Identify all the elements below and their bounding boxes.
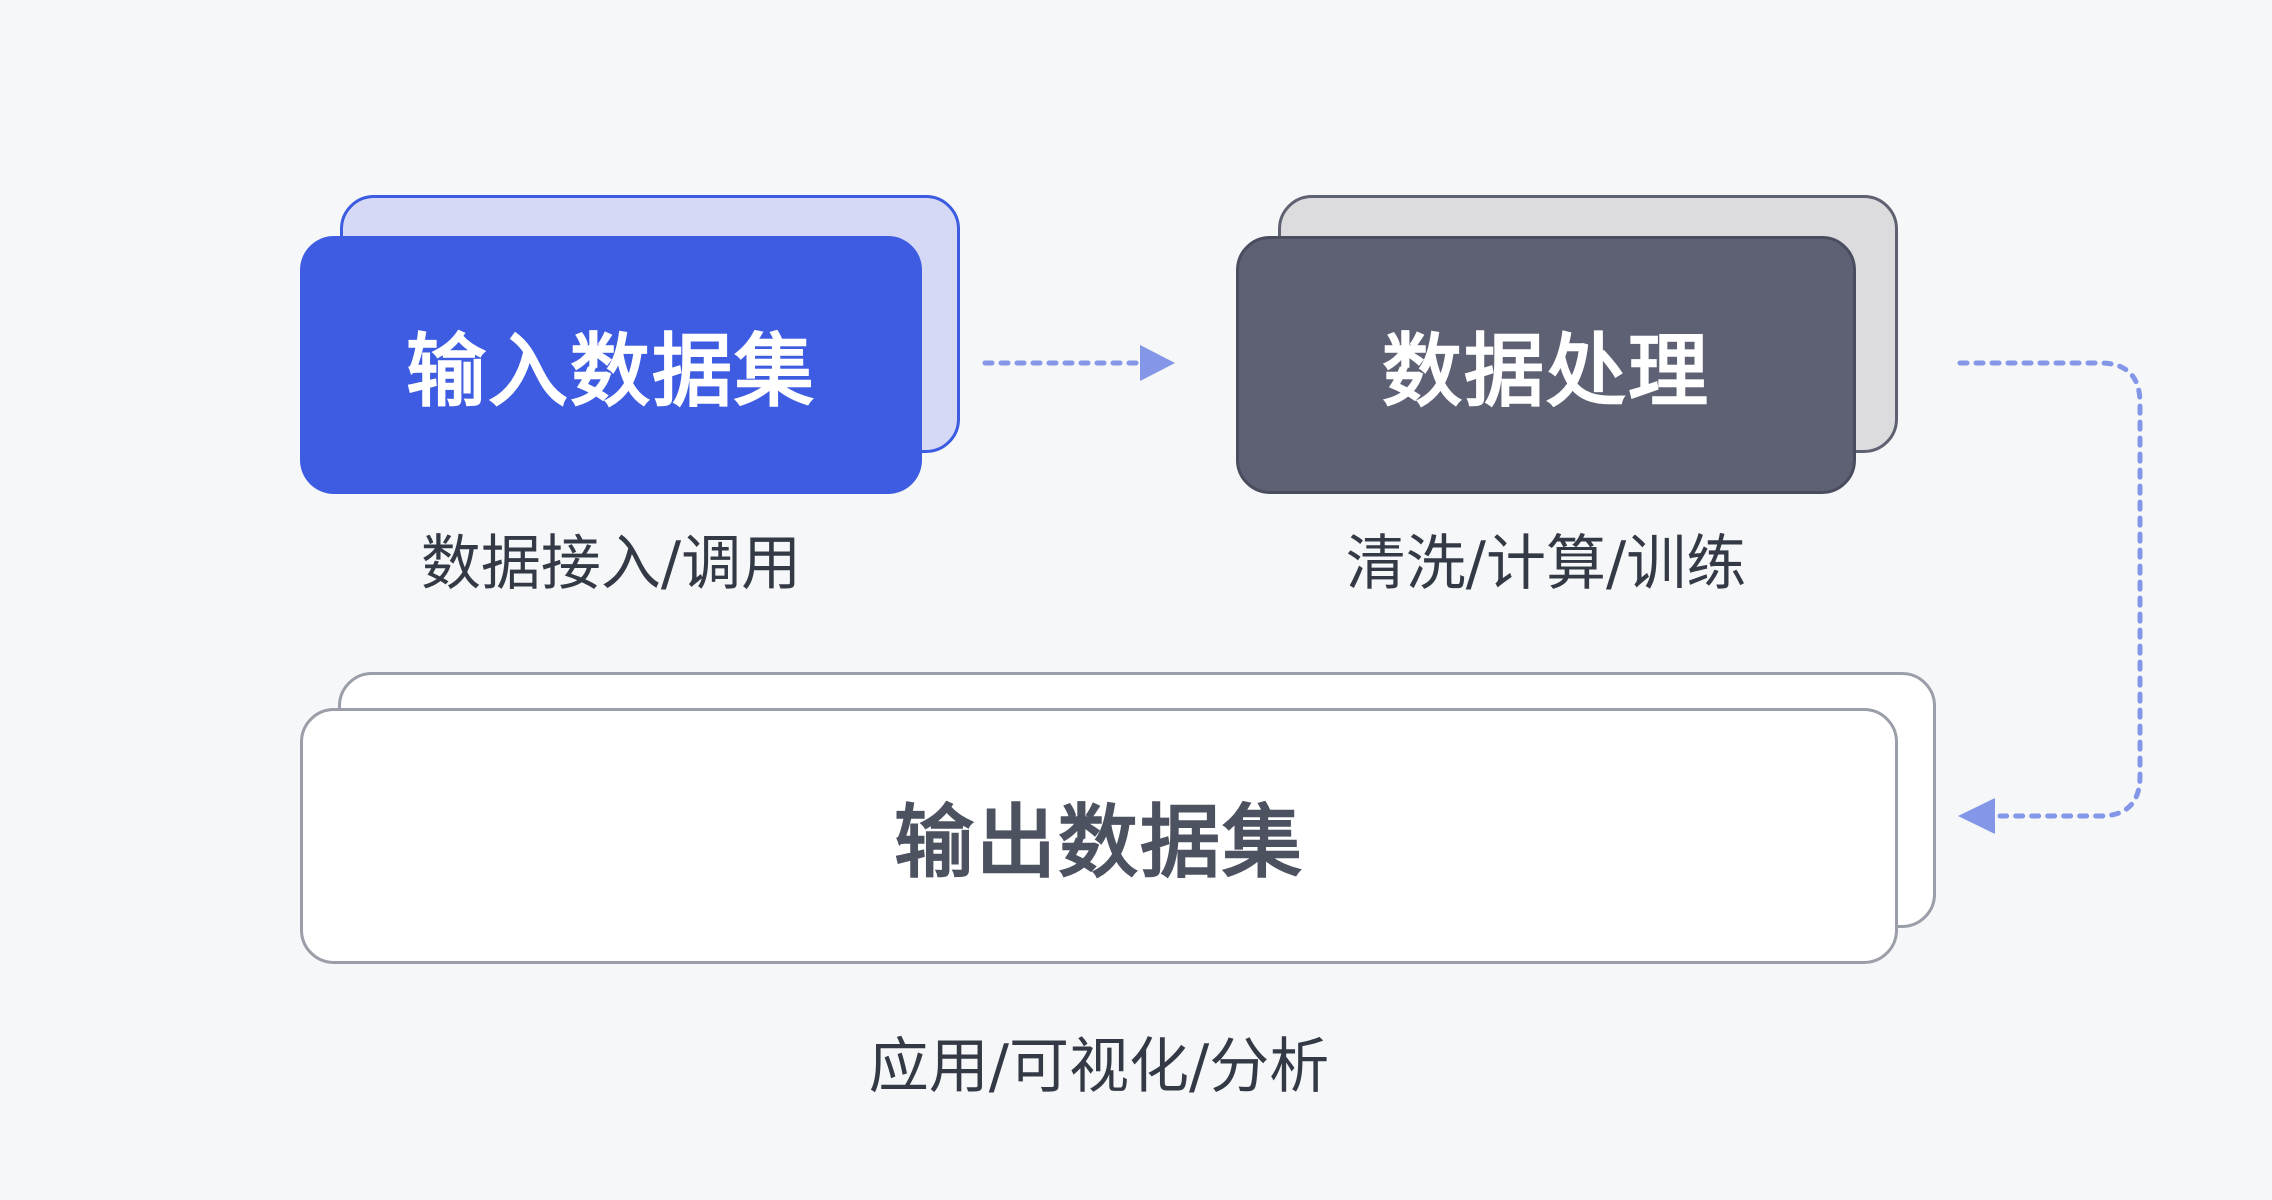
arrow-input-to-processing — [982, 345, 1175, 381]
input-dataset-caption: 数据接入/调用 — [420, 529, 802, 599]
processing-card: 数据处理 — [1236, 236, 1856, 494]
processing-caption: 清洗/计算/训练 — [1345, 529, 1747, 599]
input-dataset-title: 输入数据集 — [406, 325, 816, 418]
output-dataset-title: 输出数据集 — [894, 796, 1304, 889]
output-dataset-card: 输出数据集 — [300, 708, 1898, 964]
arrow-processing-to-output — [1957, 360, 2143, 834]
input-dataset-card: 输入数据集 — [300, 236, 922, 494]
output-dataset-caption: 应用/可视化/分析 — [868, 1032, 1330, 1102]
processing-title: 数据处理 — [1382, 325, 1710, 418]
